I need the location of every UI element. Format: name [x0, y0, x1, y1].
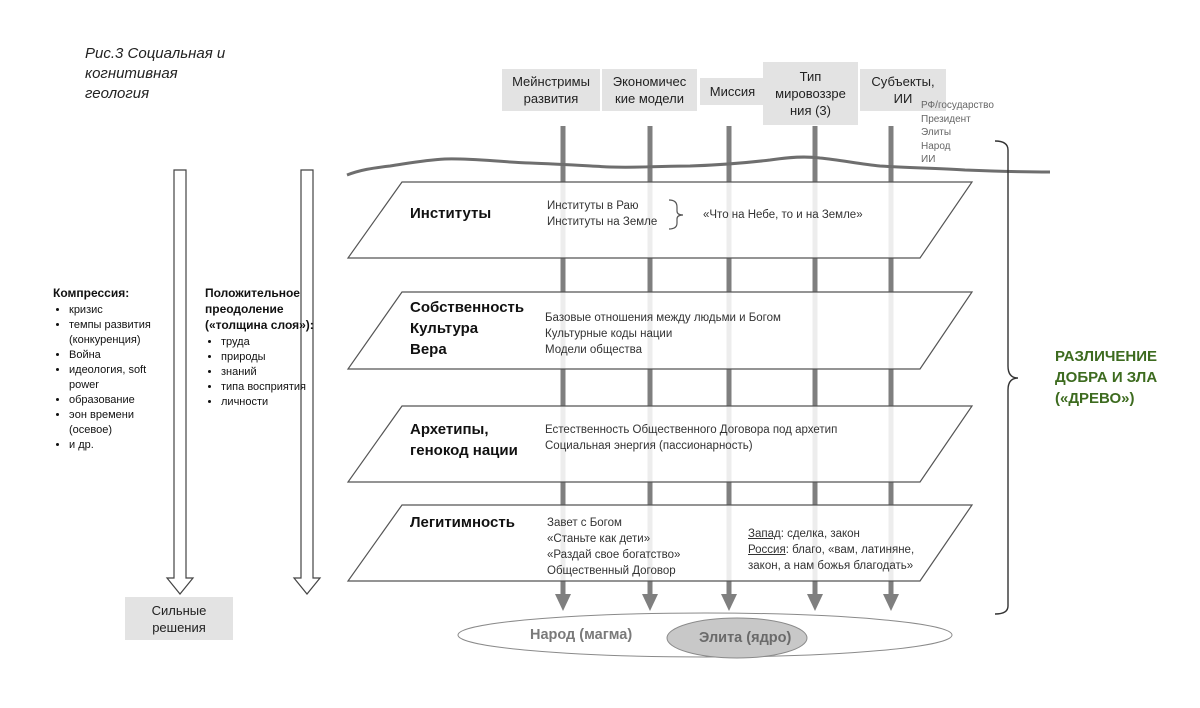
- layer-shapes: [346, 181, 974, 582]
- layer-title-line: Институты: [410, 205, 492, 222]
- column-header-line: Субъекты,: [871, 74, 935, 89]
- subjects-list-item: РФ/государство: [921, 100, 994, 111]
- subjects-list-item: Элиты: [921, 127, 952, 138]
- layer-title-line: Архетипы,: [410, 421, 489, 438]
- layer-title-legitimacy: Легитимность: [410, 512, 515, 533]
- small-brace: [668, 199, 684, 230]
- compression-arrow: [165, 169, 195, 595]
- column-header-worldview: Тип мировоззре ния (3): [763, 62, 858, 125]
- layer-note: Социальная энергия (пассионарность): [545, 440, 753, 452]
- strong-solutions-line: решения: [152, 619, 206, 635]
- column-header-line: Миссия: [709, 84, 756, 99]
- layer-notes-archetypes: Естественность Общественного Договора по…: [545, 422, 837, 454]
- column-header-subjects: Субъекты, ИИ: [860, 69, 946, 111]
- compression-item: и др.: [69, 438, 171, 453]
- layer-quote: «Что на Небе, то и на Земле»: [703, 209, 863, 221]
- overcoming-title: Положительное преодоление («толщина слоя…: [205, 286, 314, 332]
- ground-line: [346, 155, 1051, 177]
- layer-note: «Станьте как дети»: [547, 533, 651, 545]
- compression-item: образование: [69, 393, 171, 408]
- subjects-list-item: Президент: [921, 113, 971, 125]
- column-header-line: ИИ: [893, 91, 913, 106]
- overcoming-list: Положительное преодоление («толщина слоя…: [205, 285, 345, 410]
- overcoming-item: знаний: [221, 365, 345, 380]
- layer-quote-institutes: «Что на Небе, то и на Земле»: [703, 207, 863, 223]
- compression-item: кризис: [69, 303, 171, 318]
- layer-notes-legitimacy: Завет с Богом «Станьте как дети» «Раздай…: [547, 515, 680, 579]
- column-header-line: Мейнстримы: [512, 74, 590, 89]
- overcoming-item: типа восприятия: [221, 380, 345, 395]
- compression-item: темпы развития (конкуренция): [69, 318, 171, 348]
- layer-note: Институты в Раю: [547, 200, 639, 212]
- russia-text-continued: закон, а нам божья благодать»: [748, 560, 914, 572]
- layer-title-institutes: Институты: [410, 203, 491, 224]
- compression-item: Война: [69, 348, 171, 363]
- layer-note: Институты на Земле: [547, 216, 658, 228]
- distinction-line: ДОБРА И ЗЛА: [1055, 369, 1158, 386]
- west-line: Запад: сделка, закон: [748, 526, 914, 542]
- russia-text: : благо, «вам, латиняне,: [785, 544, 915, 556]
- elite-label: Элита (ядро): [699, 630, 792, 646]
- overcoming-item: природы: [221, 350, 345, 365]
- west-label: Запад: [748, 528, 781, 540]
- layer-plane-archetypes: [346, 405, 974, 483]
- figure-title-line: когнитивная: [85, 65, 178, 82]
- compression-item: эон времени (осевое): [69, 408, 171, 438]
- layer-plane-institutes: [346, 181, 974, 259]
- layer-note: Общественный Договор: [547, 565, 676, 577]
- compression-item: идеология, soft power: [69, 363, 171, 393]
- layer-west-russia: Запад: сделка, закон Россия: благо, «вам…: [748, 526, 914, 574]
- figure-title: Рис.3 Социальная и когнитивная геология: [85, 44, 285, 104]
- figure-title-line: геология: [85, 85, 150, 102]
- layer-note: Завет с Богом: [547, 517, 622, 529]
- elite-ellipse: [666, 617, 808, 659]
- large-brace: [994, 140, 1019, 615]
- layer-title-property: Собственность Культура Вера: [410, 297, 524, 360]
- overcoming-arrow: [292, 169, 322, 595]
- subjects-list: РФ/государство Президент Элиты Народ ИИ: [921, 99, 994, 167]
- strong-solutions-line: Сильные: [151, 602, 207, 618]
- compression-list: Компрессия: кризис темпы развития (конку…: [53, 285, 171, 453]
- column-header-mission: Миссия: [700, 78, 765, 105]
- column-header-line: Экономичес: [612, 74, 687, 89]
- overcoming-item: труда: [221, 335, 345, 350]
- layer-title-archetypes: Архетипы, генокод нации: [410, 419, 518, 461]
- layer-notes-property: Базовые отношения между людьми и Богом К…: [545, 310, 781, 358]
- layer-note: «Раздай свое богатство»: [547, 549, 681, 561]
- russia-label: Россия: [748, 544, 786, 556]
- layer-title-line: Культура: [410, 320, 479, 337]
- west-text: : сделка, закон: [780, 528, 860, 540]
- layer-plane-property: [346, 291, 974, 370]
- layer-notes-institutes: Институты в Раю Институты на Земле: [547, 198, 657, 230]
- distinction-label: РАЗЛИЧЕНИЕ ДОБРА И ЗЛА («ДРЕВО»): [1055, 346, 1157, 409]
- layer-note: Модели общества: [545, 344, 643, 356]
- column-header-line: Тип: [799, 69, 822, 84]
- layer-title-line: Собственность: [410, 299, 525, 316]
- layer-title-line: генокод нации: [410, 442, 518, 459]
- layer-note: Естественность Общественного Договора по…: [545, 424, 838, 436]
- subjects-list-item: ИИ: [921, 154, 936, 165]
- distinction-line: РАЗЛИЧЕНИЕ: [1055, 348, 1158, 365]
- overcoming-item: личности: [221, 395, 345, 410]
- compression-title: Компрессия:: [53, 286, 130, 300]
- column-header-economic: Экономичес кие модели: [602, 69, 697, 111]
- layer-title-line: Легитимность: [410, 514, 515, 531]
- people-label: Народ (магма): [530, 627, 633, 643]
- layer-note: Культурные коды нации: [545, 328, 673, 340]
- column-header-line: ния (3): [790, 103, 831, 118]
- layer-title-line: Вера: [410, 341, 447, 358]
- layer-plane-legitimacy: [346, 504, 974, 582]
- column-header-line: мировоззре: [775, 86, 846, 101]
- column-header-line: кие модели: [615, 91, 684, 106]
- subjects-list-item: Народ: [921, 140, 951, 152]
- russia-line: Россия: благо, «вам, латиняне,: [748, 542, 914, 558]
- layer-note: Базовые отношения между людьми и Богом: [545, 312, 781, 324]
- column-header-line: развития: [523, 91, 579, 106]
- column-header-mainstreams: Мейнстримы развития: [502, 69, 600, 111]
- distinction-line: («ДРЕВО»): [1055, 390, 1135, 407]
- figure-title-line: Рис.3 Социальная и: [85, 45, 226, 62]
